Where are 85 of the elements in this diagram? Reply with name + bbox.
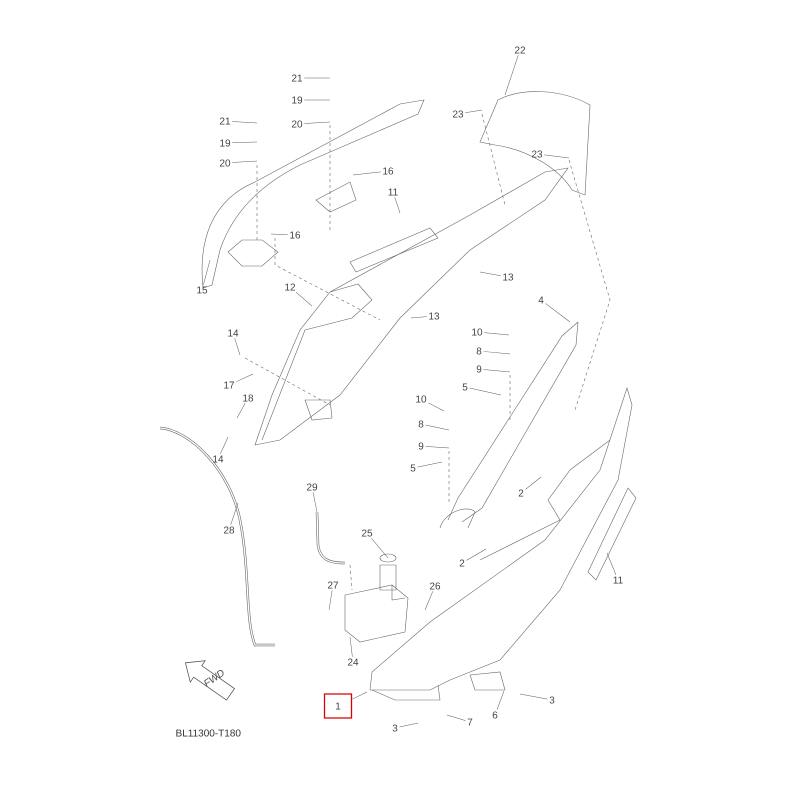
- leader-line: [230, 502, 238, 526]
- leader-line: [232, 121, 258, 124]
- leader-line: [425, 446, 450, 448]
- callout-number: 23: [452, 110, 464, 118]
- callout-number: 16: [383, 167, 394, 175]
- leader-line: [425, 424, 450, 430]
- callout-number: 10: [416, 395, 426, 403]
- leader-line: [304, 122, 330, 124]
- callout-number: 2: [518, 490, 524, 496]
- callout-number: 18: [243, 394, 254, 402]
- leader-line: [520, 694, 548, 700]
- leader-line: [352, 172, 381, 176]
- callout-number: 5: [462, 384, 468, 390]
- leader-line: [232, 160, 258, 163]
- leader-line: [483, 351, 510, 354]
- leader-line: [296, 292, 312, 306]
- callout-number: 6: [492, 711, 498, 719]
- leader-line: [270, 234, 288, 235]
- callout-number: 14: [228, 330, 238, 336]
- callout-number: 3: [550, 696, 554, 704]
- leader-line: [234, 338, 240, 356]
- leader-line: [312, 492, 318, 512]
- callout-number: 20: [292, 120, 302, 128]
- callout-number: 7: [468, 718, 472, 726]
- callout-number: 21: [292, 74, 302, 82]
- callout-number: 19: [220, 139, 230, 147]
- callout-number: 25: [362, 529, 372, 537]
- leader-line: [606, 552, 616, 576]
- leader-line: [504, 54, 519, 96]
- callout-number: 9: [476, 365, 482, 373]
- leader-line: [417, 462, 442, 468]
- callout-number: 8: [476, 347, 482, 355]
- leader-line: [220, 436, 228, 454]
- callout-number: 1: [324, 693, 352, 719]
- leader-line: [424, 591, 434, 610]
- leader-line: [410, 316, 427, 318]
- callout-number: 5: [410, 464, 416, 472]
- leader-line: [480, 272, 501, 276]
- leader-line: [371, 538, 388, 558]
- callout-number: 13: [503, 273, 514, 281]
- callout-number: 13: [429, 312, 440, 320]
- callout-number: 10: [472, 328, 482, 336]
- callout-number: 19: [292, 96, 302, 104]
- callout-number: 8: [418, 420, 424, 428]
- callout-number: 27: [328, 582, 338, 588]
- leader-line: [236, 374, 254, 382]
- callout-number: 12: [285, 284, 296, 290]
- callout-number: 28: [224, 526, 234, 534]
- leader-line: [483, 369, 510, 372]
- leader-line: [352, 692, 368, 700]
- leader-line: [525, 476, 542, 490]
- callout-number: 23: [532, 150, 542, 158]
- leader-line: [469, 388, 502, 396]
- callout-number: 3: [392, 724, 398, 732]
- callout-number: 17: [224, 382, 234, 388]
- callout-number: 26: [430, 582, 440, 590]
- callout-number: 22: [514, 46, 526, 54]
- leader-line: [232, 142, 258, 144]
- callout-number: 2: [460, 560, 464, 566]
- leader-line: [428, 402, 444, 412]
- callout-number: 9: [418, 442, 424, 450]
- callout-number: 24: [348, 658, 358, 666]
- leader-line: [465, 110, 482, 114]
- leader-line: [236, 403, 246, 418]
- callout-number: 29: [306, 483, 318, 491]
- leader-line: [496, 690, 504, 710]
- leader-line: [466, 548, 486, 561]
- callout-number: 21: [220, 118, 230, 124]
- callout-number: 15: [197, 286, 208, 294]
- callout-number: 11: [614, 576, 623, 584]
- callout-number: 14: [213, 456, 224, 462]
- leader-line: [544, 154, 570, 158]
- leader-line: [328, 590, 332, 610]
- leader-line: [446, 714, 466, 721]
- leader-line: [350, 636, 353, 658]
- callout-number: 4: [538, 296, 544, 304]
- leader-line: [399, 722, 418, 728]
- leader-line: [203, 260, 210, 286]
- callout-number: 11: [388, 188, 398, 196]
- leader-line: [394, 196, 400, 214]
- leader-line: [484, 332, 510, 336]
- callout-number: 16: [290, 231, 300, 239]
- leader-line: [545, 303, 570, 322]
- catalog-code: BL11300-T180: [176, 729, 241, 737]
- callout-number: 20: [220, 159, 230, 167]
